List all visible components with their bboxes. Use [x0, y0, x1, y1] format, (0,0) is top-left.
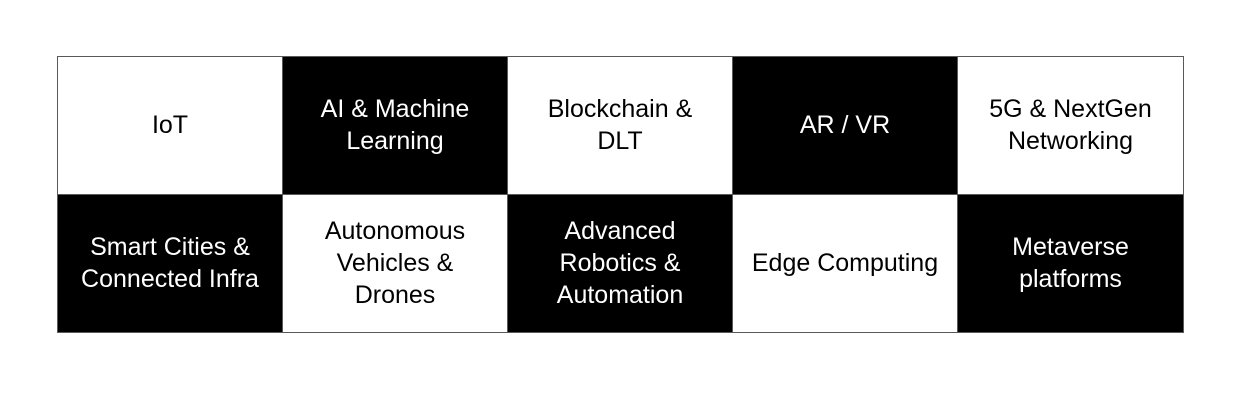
cell-label-autonomous-vehicles-drones: Autonomous Vehicles & Drones	[324, 217, 466, 310]
grid-cell-blockchain-dlt: Blockchain & DLT	[508, 57, 733, 195]
grid-cell-ar-vr: AR / VR	[733, 57, 958, 195]
grid-cell-iot: IoT	[58, 57, 283, 195]
cell-label-5g-nextgen-networking: 5G & NextGen Networking	[989, 95, 1152, 156]
cell-label-edge-computing: Edge Computing	[751, 249, 939, 278]
cell-label-smart-cities-connected-infra: Smart Cities & Connected Infra	[81, 233, 259, 294]
cell-label-ai-machine-learning: AI & Machine Learning	[320, 95, 470, 156]
grid-cell-ai-machine-learning: AI & Machine Learning	[283, 57, 508, 195]
cell-label-blockchain-dlt: Blockchain & DLT	[547, 95, 693, 156]
grid-cell-5g-nextgen-networking: 5G & NextGen Networking	[958, 57, 1183, 195]
grid-cell-edge-computing: Edge Computing	[733, 194, 958, 332]
cell-label-iot: IoT	[151, 111, 189, 140]
cell-label-advanced-robotics-automation: Advanced Robotics & Automation	[556, 217, 684, 310]
grid-cell-autonomous-vehicles-drones: Autonomous Vehicles & Drones	[283, 194, 508, 332]
grid-cell-advanced-robotics-automation: Advanced Robotics & Automation	[508, 194, 733, 332]
cell-label-metaverse-platforms: Metaverse platforms	[1012, 233, 1129, 294]
grid-cell-smart-cities-connected-infra: Smart Cities & Connected Infra	[58, 194, 283, 332]
grid-cell-metaverse-platforms: Metaverse platforms	[958, 194, 1183, 332]
cell-label-ar-vr: AR / VR	[799, 111, 891, 140]
technology-category-table: IoT AI & Machine Learning Blockchain & D…	[57, 56, 1184, 333]
